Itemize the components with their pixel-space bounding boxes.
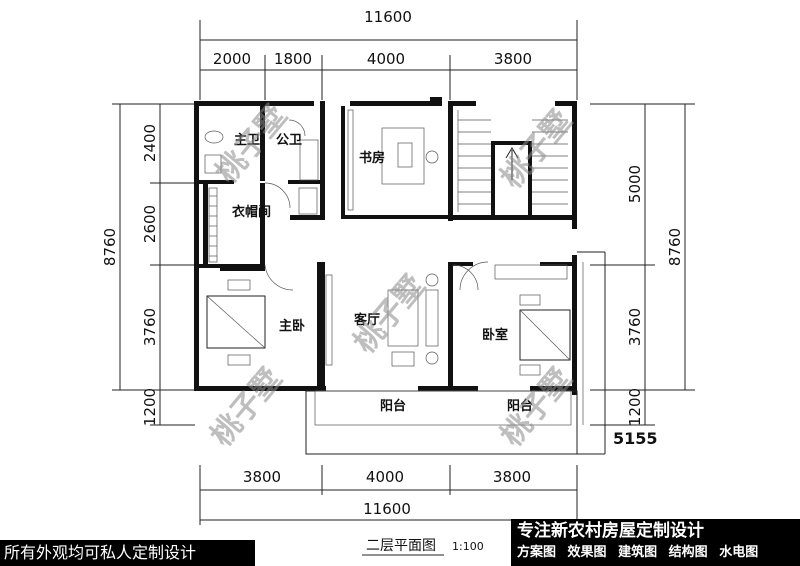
drawing-title-block: 二层平面图 1:100	[362, 538, 484, 556]
top-dim-2: 1800	[274, 50, 312, 68]
furniture	[204, 109, 571, 376]
room-master-bedroom: 主卧	[279, 318, 305, 334]
left-dim-2: 2600	[141, 205, 159, 243]
top-dim-4: 3800	[494, 50, 532, 68]
room-living: 客厅	[354, 312, 380, 328]
bottom-total-dim: 11600	[363, 500, 411, 518]
balcony-outline	[305, 251, 606, 455]
top-total-dim: 11600	[364, 8, 412, 26]
room-balcony-left: 阳台	[380, 398, 406, 414]
bottom-dim-2: 4000	[366, 468, 404, 486]
elevation-label: 5155	[613, 429, 658, 448]
watermark-4: 桃子墅	[204, 362, 289, 453]
banner-right-title: 专注新农村房屋定制设计	[517, 521, 704, 541]
bottom-dim-1: 3800	[243, 468, 281, 486]
top-dimensions: 11600 2000 1800 4000 3800	[199, 8, 578, 100]
room-master-bath: 主卫	[234, 132, 260, 148]
room-bedroom: 卧室	[482, 327, 508, 343]
service-item: 效果图	[567, 545, 607, 560]
banner-left-text: 所有外观均可私人定制设计	[4, 543, 197, 562]
walls	[194, 97, 577, 395]
right-dimensions: 5000 3760 1200 8760	[590, 103, 695, 426]
top-dim-3: 4000	[367, 50, 405, 68]
room-labels: 主卫 公卫 书房 衣帽间 主卧 客厅 卧室 阳台 阳台	[232, 132, 533, 414]
left-dimensions: 8760 2400 2600 3760 1200	[101, 103, 195, 426]
drawing-scale: 1:100	[452, 540, 484, 553]
service-item: 水电图	[719, 545, 759, 560]
bottom-dim-3: 3800	[493, 468, 531, 486]
left-dim-1: 2400	[141, 124, 159, 162]
left-dim-4: 1200	[141, 388, 159, 426]
room-study: 书房	[359, 150, 385, 166]
bottom-dimensions: 3800 4000 3800 11600	[199, 465, 578, 525]
service-item: 建筑图	[618, 545, 658, 560]
custom-design-banner: 所有外观均可私人定制设计	[0, 540, 255, 566]
staircase	[457, 110, 568, 212]
right-dim-1: 5000	[626, 165, 644, 203]
right-dim-2: 3760	[626, 308, 644, 346]
room-balcony-right: 阳台	[507, 398, 533, 414]
service-item: 结构图	[668, 545, 708, 560]
service-banner: 专注新农村房屋定制设计 方案图 效果图 建筑图 结构图 水电图	[511, 519, 800, 566]
right-dim-3: 1200	[626, 388, 644, 426]
watermark-2: 桃子墅	[494, 104, 579, 195]
service-list: 方案图 效果图 建筑图 结构图 水电图	[517, 543, 794, 563]
room-public-bath: 公卫	[276, 133, 302, 148]
left-total-dim: 8760	[101, 228, 119, 266]
left-dim-3: 3760	[141, 308, 159, 346]
right-total-dim: 8760	[666, 228, 684, 266]
drawing-title: 二层平面图	[366, 538, 436, 554]
room-closet: 衣帽间	[232, 204, 271, 220]
doors	[264, 119, 489, 291]
top-dim-1: 2000	[213, 50, 251, 68]
service-item: 方案图	[517, 545, 557, 560]
